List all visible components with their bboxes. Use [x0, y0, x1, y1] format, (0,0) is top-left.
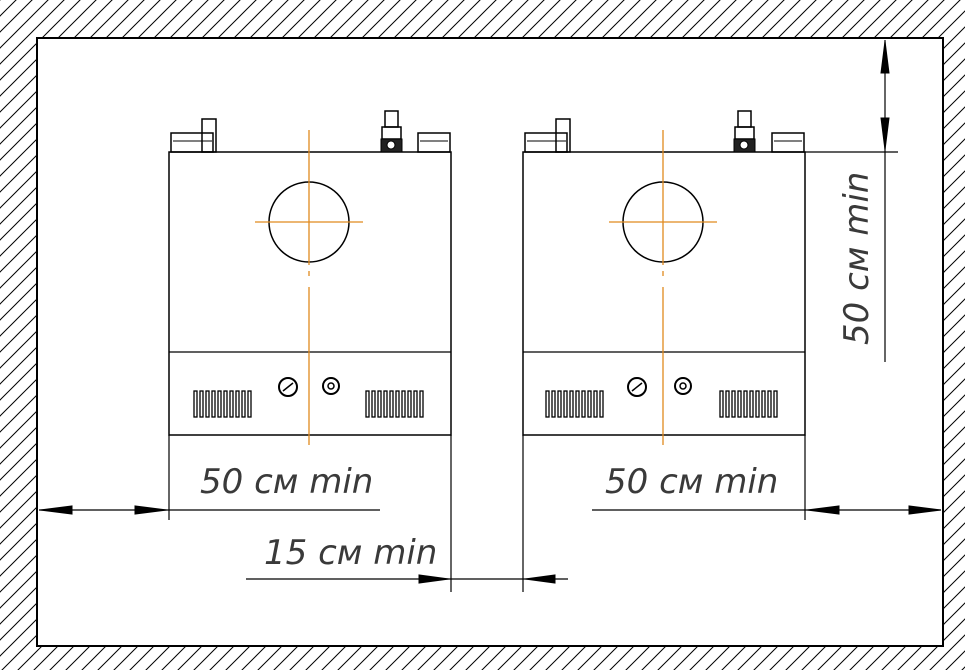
vent-slots-right: [719, 390, 778, 418]
boiler-left: [168, 110, 452, 445]
gas-valve: [380, 110, 403, 153]
control-knob: [674, 377, 692, 395]
vent-slots-right: [365, 390, 424, 418]
dimension-arrows: [39, 40, 942, 584]
top-right-fitting: [417, 132, 451, 153]
dimension-label-between: 15 см min: [264, 533, 437, 573]
dimension-label-left: 50 см min: [200, 462, 373, 502]
control-knob: [322, 377, 340, 395]
pressure-gauge: [278, 377, 298, 397]
dimension-label-top: 50 см min: [837, 172, 877, 345]
room-outline: [36, 37, 944, 647]
gas-valve: [733, 110, 756, 153]
vent-slots-left: [545, 390, 604, 418]
top-right-fitting: [771, 132, 805, 153]
dimension-lines: [39, 40, 941, 592]
top-left-fitting: [524, 118, 571, 153]
top-left-fitting: [170, 118, 217, 153]
boiler-right: [522, 110, 806, 445]
center-axes-right: [609, 130, 717, 445]
pressure-gauge: [627, 377, 647, 397]
center-axes-left: [255, 130, 363, 445]
dimension-label-right: 50 см min: [605, 462, 778, 502]
vent-slots-left: [193, 390, 252, 418]
